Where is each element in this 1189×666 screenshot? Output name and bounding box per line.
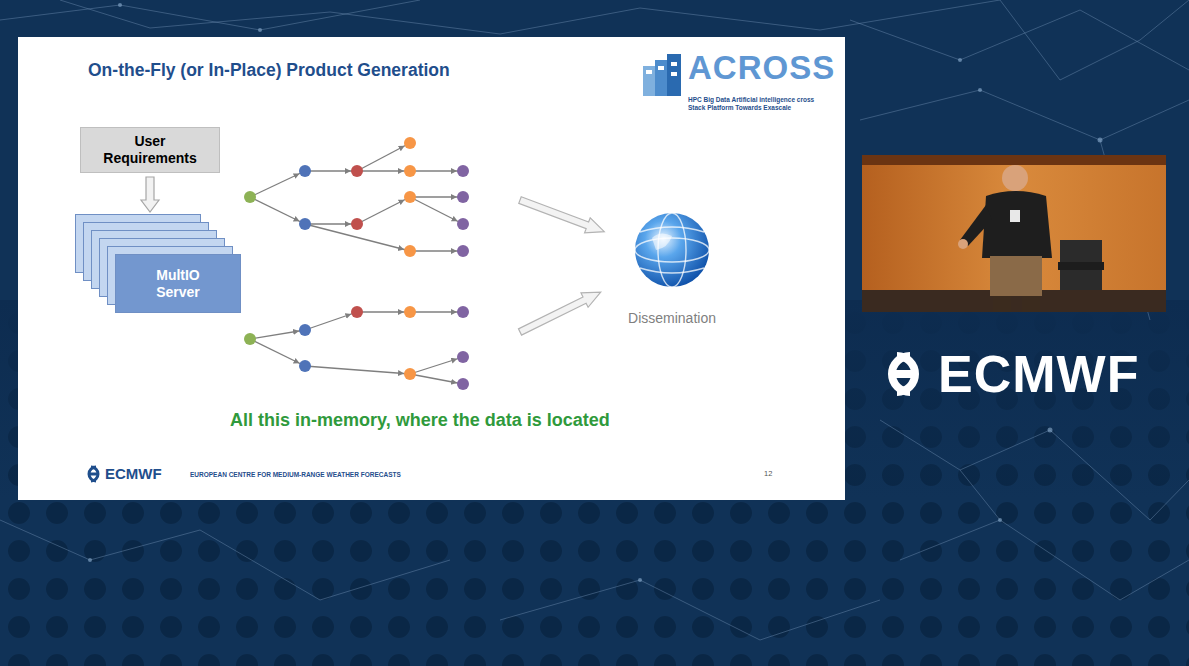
process-graph	[250, 143, 463, 384]
server-stack: MultIO Server	[75, 214, 243, 316]
footer-org-name: EUROPEAN CENTRE FOR MEDIUM-RANGE WEATHER…	[190, 471, 401, 478]
channel-logo-text: ECMWF	[938, 344, 1139, 404]
graph-dots	[244, 137, 469, 390]
logo-tagline: HPC Big Data Artificial intelligence cro…	[688, 96, 828, 112]
footer-logo-text: ECMWF	[105, 465, 162, 482]
network-lines	[0, 0, 1189, 640]
globe-icon	[635, 213, 709, 287]
ecmwf-symbol	[892, 356, 916, 392]
server-box	[116, 255, 241, 313]
server-label-area: MultIO Server	[115, 254, 241, 313]
speaker-video	[862, 155, 1166, 312]
across-icon	[643, 54, 681, 96]
ecmwf-symbol	[89, 467, 98, 481]
logo-wordmark: ACROSS	[688, 49, 835, 87]
slide-title: On-the-Fly (or In-Place) Product Generat…	[88, 60, 450, 81]
highlight-note: All this in-memory, where the data is lo…	[140, 410, 700, 431]
icon-caption: Dissemination	[612, 310, 732, 326]
box-label: User Requirements	[91, 133, 209, 167]
block-arrow-connector	[141, 177, 159, 212]
block-arrow	[516, 285, 604, 339]
stacked-boxes	[75, 214, 243, 316]
page-number: 12	[764, 469, 772, 478]
block-arrow	[517, 193, 607, 240]
server-label: MultIO Server	[143, 267, 213, 301]
requirements-box: User Requirements	[80, 127, 220, 173]
